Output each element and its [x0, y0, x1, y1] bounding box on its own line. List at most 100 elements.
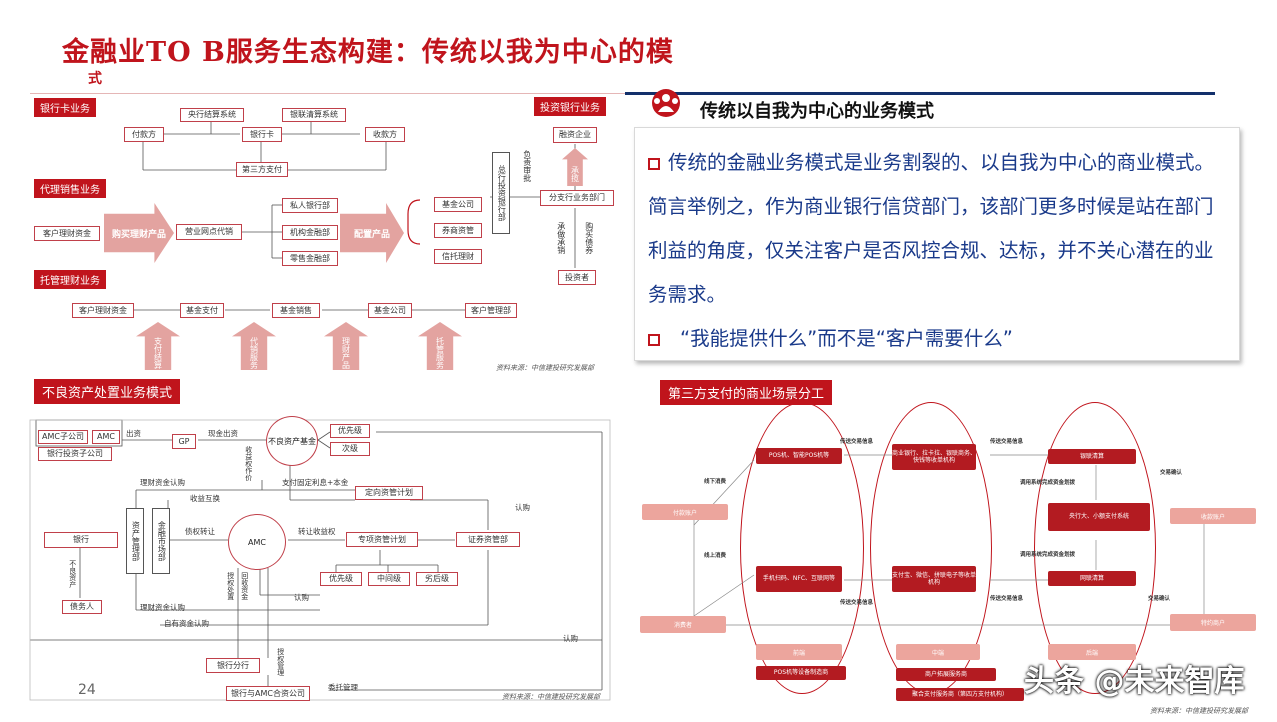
c-client-mgmt-box: 客户管理部	[465, 303, 517, 318]
tag-agency: 代理销售业务	[34, 179, 106, 198]
bank-branch-box: 银行分行	[206, 658, 260, 673]
review-label: 负责审批	[522, 150, 532, 182]
fin-market-box: 金融市场部	[152, 508, 170, 574]
special-plan-box: 专项资管计划	[346, 532, 418, 547]
sec-am-box: 证券资管部	[456, 532, 520, 547]
mid-box: 中端	[896, 644, 980, 660]
bank-inv-sub-box: 银行投资子公司	[38, 447, 112, 461]
qr-box: 手机扫码、NFC、互联网等	[756, 566, 842, 592]
asset-mgmt-box: 资产管理部	[126, 508, 144, 574]
sell-label: 承做承销	[556, 222, 566, 254]
debt-transfer-label: 债权转让	[185, 527, 215, 536]
call-sys-label-1: 调用系统完成资金划拨	[1020, 480, 1076, 486]
client-funds-box: 客户理财资金	[34, 226, 100, 241]
securities-am-box: 券商资管	[434, 223, 482, 238]
netunion-clear-box: 网联清算	[1048, 571, 1136, 586]
fund-co-box: 基金公司	[434, 197, 482, 212]
banks-box: 商业银行、拉卡拉、银联商务、快钱等收单机构	[892, 444, 976, 470]
tag-third-party: 第三方支付的商业场景分工	[660, 380, 833, 405]
agg-service-box: 聚合支付服务商（第四方支付机构）	[896, 688, 1024, 701]
tag-ib: 投资银行业务	[534, 97, 606, 116]
c-client-funds-box: 客户理财资金	[72, 303, 134, 318]
debtor-box: 债务人	[62, 600, 102, 614]
hq-ib-box: 总行投资银行部	[492, 152, 510, 234]
merchant-box: 特约商户	[1170, 614, 1256, 631]
bullet-2-text: “我能提供什么”而不是“客户需要什么”	[680, 327, 1013, 350]
payer-bank-box: 付款账户	[642, 504, 728, 520]
bank-amc-jv-box: 银行与AMC合资公司	[226, 686, 310, 701]
asset-mgmt-label: 资产管理部	[131, 521, 141, 561]
hq-ib-label: 总行投资银行部	[497, 165, 507, 221]
pos-vendor-box: POS机等设备制造商	[756, 666, 846, 680]
bank-box: 银行	[44, 532, 118, 548]
bullet-1: 传统的金融业务模式是业务割裂的、以自我为中心的商业模式。简言举例之，作为商业银行…	[648, 141, 1232, 317]
priority-box: 优先级	[320, 572, 362, 586]
branch-ib-box: 分支行业务部门	[540, 190, 614, 206]
buy-bonds-label: 购买债券	[584, 222, 594, 254]
msg-info-label-1: 传送交易信息	[840, 439, 874, 445]
subscribe-label: 认购	[515, 503, 530, 512]
unionpay-clear-box: 银联清算	[1048, 449, 1136, 464]
investor-box: 投资者	[558, 270, 596, 285]
mezz-box: 中间级	[368, 572, 410, 586]
pos-box: POS机、智能POS机等	[756, 448, 842, 464]
financing-co-box: 融资企业	[553, 127, 597, 143]
msg-info-label-4: 传送交易信息	[990, 596, 1024, 602]
amc-center-circle: AMC	[228, 514, 286, 570]
unionpay-clearing-box: 银联清算系统	[282, 108, 346, 122]
return-as-label: 收益权作价	[244, 446, 253, 481]
d1-source: 资料来源：中信建投研究发展部	[496, 364, 594, 372]
subscribe-label-3: 认购	[563, 634, 578, 643]
d2-source: 资料来源：中信建投研究发展部	[502, 693, 600, 701]
tag-npl: 不良资产处置业务模式	[34, 379, 181, 404]
outlets-box: 营业网点代销	[176, 224, 242, 240]
d3-source: 资料来源：中信建投研究发展部	[1150, 707, 1248, 715]
tag-bank-card: 银行卡业务	[34, 98, 96, 117]
c-fund-sales-box: 基金销售	[272, 303, 320, 318]
bank-card-box: 银行卡	[242, 127, 282, 142]
square-bullet-icon	[648, 158, 660, 170]
amc-sub-box: AMC子公司	[38, 430, 88, 444]
tag-custody: 托管理财业务	[34, 270, 106, 289]
title-underline	[30, 93, 625, 94]
contribution-label: 出资	[126, 429, 141, 438]
front-ellipse	[740, 402, 864, 694]
payee-bank-box: 收款账户	[1170, 508, 1256, 524]
payer-box: 付款方	[124, 127, 164, 142]
confirm-label-2: 交易确认	[1148, 596, 1171, 602]
panel-heading: 传统以自我为中心的业务模式	[700, 101, 934, 122]
watermark: 头条 @未来智库	[1024, 664, 1245, 699]
people-group-icon	[646, 88, 686, 118]
msg-info-label-2: 传送交易信息	[990, 439, 1024, 445]
online-label: 线上消费	[704, 553, 727, 559]
retail-box: 零售金融部	[282, 251, 338, 266]
return-swap-label: 收益互换	[190, 494, 220, 503]
central-clearing-box: 央行结算系统	[180, 108, 244, 122]
third-party-pay-box: 第三方支付	[236, 162, 288, 177]
payee-box: 收款方	[365, 127, 405, 142]
npl-asset-label: 不良资产	[68, 560, 77, 588]
fin-market-label: 金融市场部	[157, 521, 167, 561]
msg-info-label-3: 传送交易信息	[840, 600, 874, 606]
page-title: 金融业TO B服务生态构建：传统以我为中心的模	[62, 37, 674, 68]
consumer-box: 消费者	[640, 616, 726, 633]
square-bullet-icon	[648, 334, 660, 346]
gp-box: GP	[172, 434, 196, 449]
c-fund-co-box: 基金公司	[368, 303, 412, 318]
wm-subscribe-label-2: 理财资金认购	[140, 603, 185, 612]
page-title-overflow: 式	[88, 71, 102, 87]
offline-label: 线下消费	[704, 479, 727, 485]
back-ellipse	[1034, 402, 1156, 694]
authorize-mgmt-label: 授权管理	[276, 648, 285, 676]
front-box: 前端	[756, 644, 842, 660]
text-panel	[634, 127, 1240, 361]
back-box: 后端	[1048, 644, 1136, 660]
wm-subscribe-label: 理财资金认购	[140, 478, 185, 487]
cash-contrib-label: 现金出资	[208, 429, 238, 438]
institutional-box: 机构金融部	[282, 225, 338, 240]
senior-box: 优先级	[330, 424, 370, 438]
private-bank-box: 私人银行部	[282, 198, 338, 213]
transfer-return-label: 转让收益权	[298, 527, 336, 536]
alipay-box: 支付宝、微信、拼联电子等收单机构	[892, 566, 976, 592]
page-number: 24	[78, 682, 96, 698]
